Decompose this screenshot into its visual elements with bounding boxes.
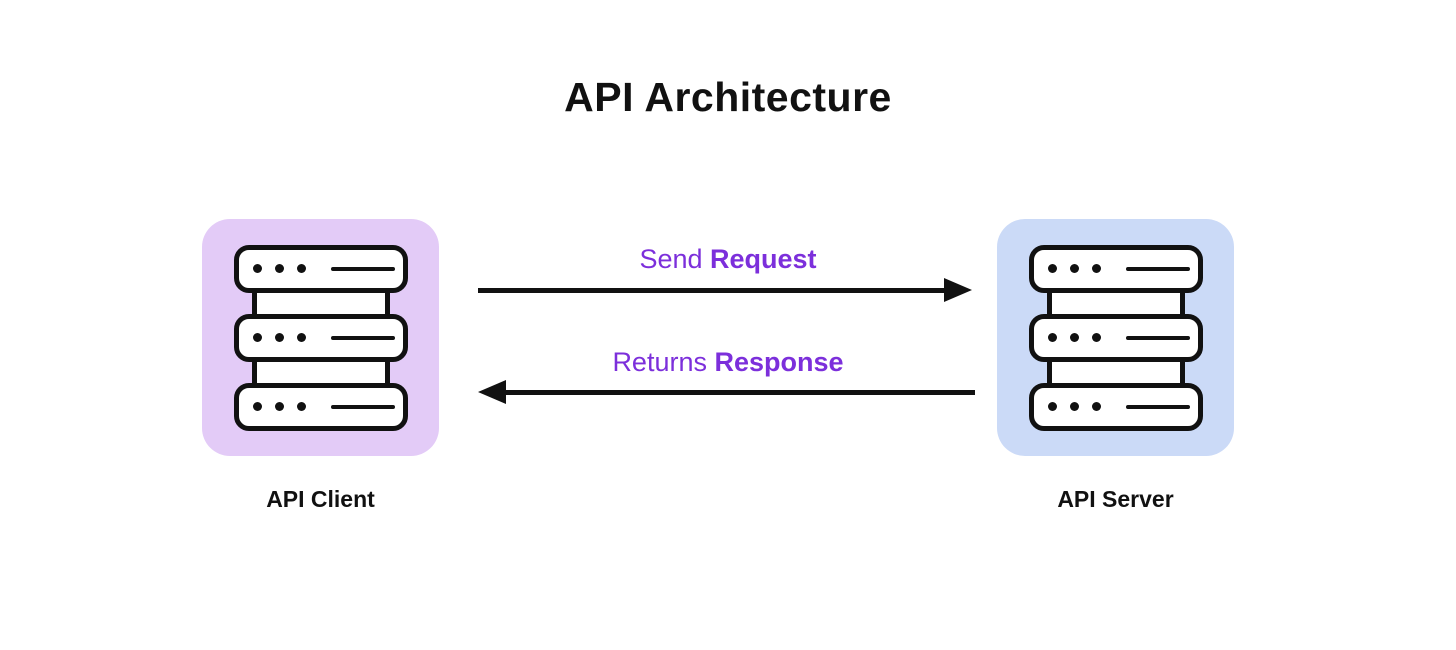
diagram-title: API Architecture — [564, 74, 892, 120]
server-led-dot — [274, 333, 284, 342]
api-server-card — [997, 219, 1234, 456]
request-arrow-label: Send Request — [0, 244, 1456, 275]
request-label-emphasis: Request — [710, 244, 817, 274]
server-led-dot — [252, 264, 262, 273]
server-stack-icon — [1028, 244, 1203, 431]
server-connector — [1046, 360, 1185, 384]
response-label-prefix: Returns — [612, 347, 707, 377]
request-label-prefix: Send — [639, 244, 703, 274]
server-unit — [233, 244, 408, 293]
server-slot-line — [330, 335, 395, 340]
server-slot-line — [330, 266, 395, 271]
server-led-dot — [1069, 264, 1079, 273]
server-led-dot — [1091, 333, 1101, 342]
request-arrowhead-right-icon — [944, 278, 972, 302]
server-unit — [233, 382, 408, 431]
server-stack-icon — [233, 244, 408, 431]
server-slot-line — [330, 404, 395, 409]
server-connector — [1046, 291, 1185, 315]
server-connector — [251, 291, 390, 315]
server-unit — [1028, 382, 1203, 431]
server-unit — [233, 313, 408, 362]
server-slot-line — [1125, 266, 1190, 271]
server-led-dot — [1091, 264, 1101, 273]
api-server-label: API Server — [1057, 486, 1174, 512]
response-arrowhead-left-icon — [478, 380, 506, 404]
server-connector — [251, 360, 390, 384]
request-arrow-line — [478, 288, 946, 293]
server-led-dot — [1069, 333, 1079, 342]
response-arrow-label: Returns Response — [0, 347, 1456, 378]
server-led-dot — [274, 402, 284, 411]
server-slot-line — [1125, 335, 1190, 340]
api-client-card — [202, 219, 439, 456]
server-slot-line — [1125, 404, 1190, 409]
server-unit — [1028, 313, 1203, 362]
server-led-dot — [274, 264, 284, 273]
api-client-label: API Client — [266, 486, 375, 512]
response-label-emphasis: Response — [714, 347, 844, 377]
server-unit — [1028, 244, 1203, 293]
server-led-dot — [296, 402, 306, 411]
server-led-dot — [1047, 264, 1057, 273]
server-led-dot — [1047, 333, 1057, 342]
server-led-dot — [296, 333, 306, 342]
server-led-dot — [252, 402, 262, 411]
server-led-dot — [1069, 402, 1079, 411]
server-led-dot — [252, 333, 262, 342]
server-led-dot — [1091, 402, 1101, 411]
response-arrow-line — [502, 390, 975, 395]
server-led-dot — [296, 264, 306, 273]
server-led-dot — [1047, 402, 1057, 411]
